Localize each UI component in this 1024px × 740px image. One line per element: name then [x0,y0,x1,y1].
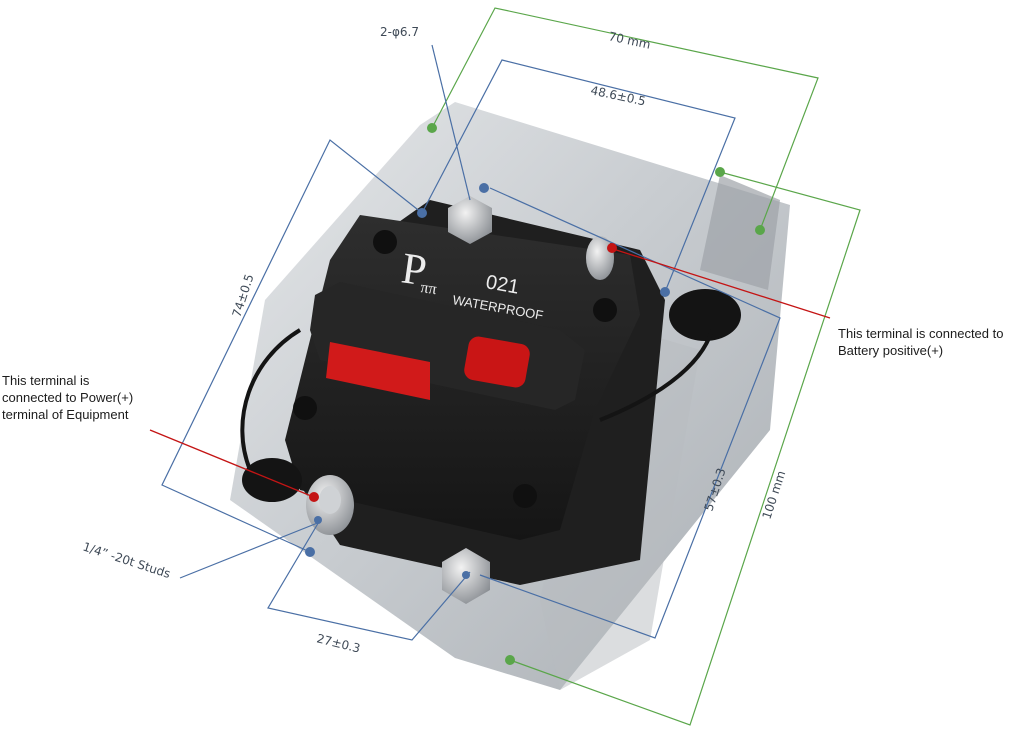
hole-height-label: 74±0.5 [230,272,257,319]
battery-callout-line-2: Battery positive(+) [838,343,944,358]
overall-dimension-dots [427,123,765,665]
terminal-pointers [149,247,831,499]
housing-screws [293,230,617,508]
overall-width-label: 70 mm [607,29,651,52]
overall-width-line [431,7,819,231]
power-terminal-callout: This terminal is connected to Power(+) t… [2,372,133,423]
stud-vertical-line [479,187,781,639]
stud-spec-leader [179,521,321,579]
power-pointer-dot [309,492,319,502]
power-callout-line-3: terminal of Equipment [2,407,129,422]
overall-height-line [509,171,861,726]
power-callout-line-1: This terminal is [2,373,90,388]
screw [513,484,537,508]
screw [593,298,617,322]
power-callout-line-2: connected to Power(+) [2,390,134,405]
brand-logo-sub: ππ [419,279,437,298]
screw [373,230,397,254]
battery-callout-line-1: This terminal is connected to [838,326,1004,341]
overall-dimension-lines [431,7,861,726]
hole-width-label: 48.6±0.5 [589,83,647,108]
stud-spec-label: 1/4” -20t Studs [81,540,172,582]
battery-pointer-line [609,247,831,319]
hole-dimension-dots [305,183,670,579]
stud-horizontal-line [267,519,471,641]
screw [293,396,317,420]
battery-pointer-dot [607,243,617,253]
reset-lever [326,336,530,400]
stud-horizontal-label: 27±0.3 [315,631,361,655]
hole-dimension-lines [161,44,781,641]
hole-width-line [421,59,736,293]
battery-terminal-callout: This terminal is connected to Battery po… [838,325,1003,359]
battery-terminal-stud [586,236,614,280]
hole-spec-leader [431,44,471,201]
power-pointer-line [149,429,317,499]
mounting-nut-top [448,196,492,244]
waterproof-caps [240,289,741,502]
hole-spec-label: 2-φ6.7 [380,25,419,39]
overall-height-label: 100 mm [760,469,789,521]
hole-height-line [161,139,423,553]
